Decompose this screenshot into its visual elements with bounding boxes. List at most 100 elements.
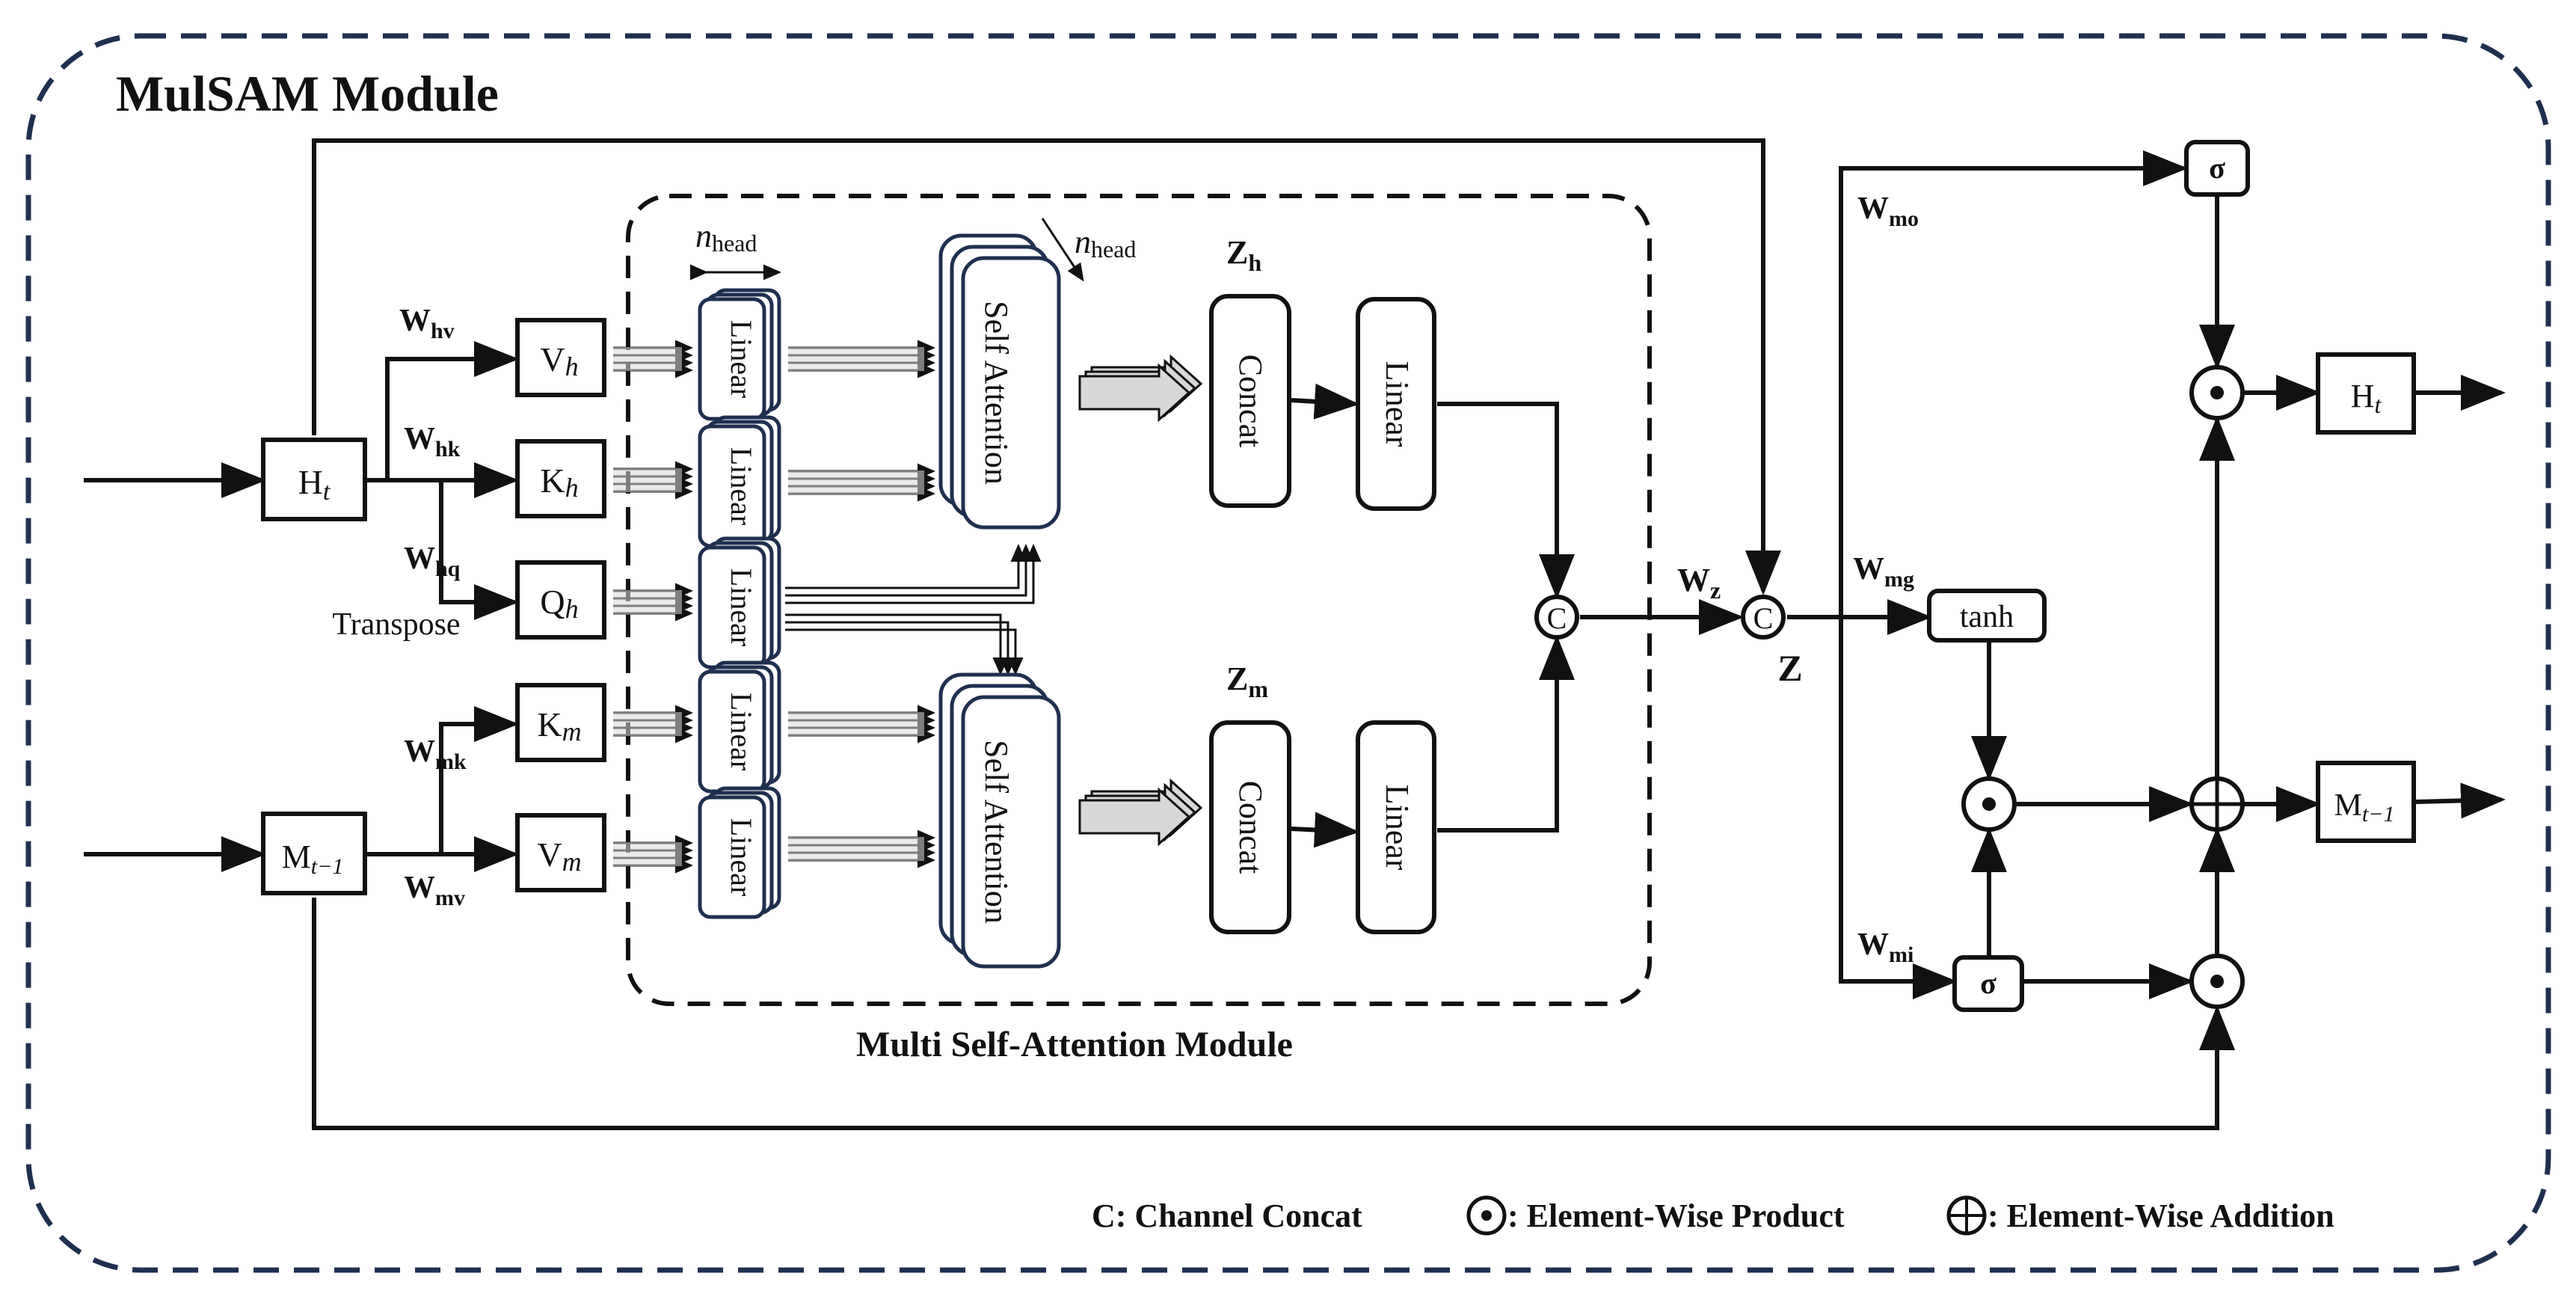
input-ht-box — [261, 438, 367, 521]
output-ht-box — [2316, 352, 2416, 435]
input-ht-label: Ht — [298, 463, 331, 506]
proj-to-linear-1 — [613, 461, 693, 500]
linear-layer — [698, 795, 766, 919]
weight-mk: Wmk — [404, 735, 467, 774]
output-mt-box — [2316, 761, 2416, 843]
product-nodes — [1961, 365, 2245, 1009]
vh-box — [515, 318, 606, 397]
inner-module-label: Multi Self-Attention Module — [856, 1025, 1293, 1064]
linear-stack-4: Linear — [698, 786, 781, 919]
arrow-shade — [613, 842, 682, 866]
output-mt-label: Mt−1 — [2334, 788, 2395, 827]
proj-to-linear-2 — [613, 583, 693, 622]
linear-label: Linear — [725, 447, 758, 525]
concat-linear-bottom: Concat Linear — [1209, 720, 1436, 934]
linear-stack-0: Linear — [698, 288, 781, 421]
linear-stack-3: Linear — [698, 660, 781, 794]
concat-bottom-label: Concat — [1232, 781, 1269, 874]
legend: C: Channel Concat : Element-Wise Product… — [1092, 1195, 2334, 1236]
inner-module-frame — [626, 194, 1652, 1006]
self-attention-stack-1: Self Attention — [938, 672, 1061, 969]
weight-hk: Whk — [404, 422, 461, 462]
sigma-top-label: σ — [2209, 151, 2225, 185]
z-label: Z — [1777, 647, 1802, 689]
vm-label: Vm — [537, 836, 581, 877]
weight-hq: Whq — [404, 542, 461, 581]
legend-product: : Element-Wise Product — [1507, 1198, 1845, 1234]
linear-top-box — [1356, 297, 1436, 511]
product-dot — [1982, 797, 1996, 811]
km-label: Km — [537, 705, 581, 746]
attn-to-concat-top — [1078, 354, 1203, 423]
weight-z: Wz — [1677, 562, 1721, 604]
arrow-shade — [613, 468, 682, 492]
arrow-layer — [1078, 787, 1191, 847]
product-dot — [2210, 386, 2224, 399]
linear-to-attn-k-top — [788, 463, 935, 502]
transpose-label: Transpose — [332, 607, 460, 642]
nhead-label-left: nhead — [695, 218, 757, 257]
arrow-shade — [788, 347, 924, 371]
proj-to-linear-3 — [613, 705, 693, 743]
output-ht-label: Ht — [2351, 378, 2382, 418]
linear-label: Linear — [725, 568, 758, 646]
zm-label: Zm — [1226, 660, 1268, 702]
linear-label: Linear — [725, 693, 758, 770]
km-box — [515, 683, 606, 762]
arrow-shade — [613, 590, 682, 614]
nhead-label-right: nhead — [1075, 224, 1136, 263]
sigma-bottom-box — [1952, 955, 2024, 1012]
kh-box — [515, 439, 606, 518]
linear-to-attn-v-bottom — [788, 830, 935, 868]
self-attention-layer — [961, 695, 1061, 969]
vm-box — [515, 813, 606, 892]
vh-label: Vh — [540, 340, 578, 381]
arrow-shade — [788, 470, 924, 494]
linear-to-attn-k-bottom — [788, 705, 935, 743]
query-routing — [785, 544, 1042, 675]
legend-concat: C: Channel Concat — [1092, 1198, 1362, 1234]
multi-line-arrows — [613, 340, 1203, 874]
input-mt-label: Mt−1 — [282, 838, 344, 879]
arrow-shade — [613, 712, 682, 736]
weight-hv: Whv — [399, 304, 455, 343]
self-attention-layer — [961, 256, 1061, 530]
channel-concat-node-outer — [1741, 595, 1786, 640]
channel-concat-inner-symbol: C — [1547, 601, 1567, 635]
proj-to-linear-4 — [613, 835, 693, 874]
qh-box — [515, 560, 606, 640]
legend-product-dot — [1481, 1210, 1492, 1221]
weight-mi: Wmi — [1857, 928, 1913, 967]
channel-concat-node-inner — [1534, 595, 1579, 640]
concat-top-box — [1209, 294, 1291, 508]
weight-labels: Whv Whk Whq Wmk Wmv Wz Wmo Wmg Wmi — [399, 191, 1919, 967]
qh-label: Qh — [540, 583, 578, 624]
zh-label: Zh — [1226, 234, 1261, 276]
arrow-shade — [788, 837, 924, 861]
product-dot — [2210, 975, 2224, 988]
outer-module-frame — [25, 33, 2551, 1273]
proj-to-linear-0 — [613, 340, 693, 378]
wires — [84, 138, 2506, 1130]
weight-mv: Wmv — [404, 871, 465, 910]
channel-concat-outer-symbol: C — [1753, 601, 1774, 635]
linear-stack-1: Linear — [698, 415, 781, 548]
kh-label: Kh — [540, 462, 578, 503]
linear-top-label: Linear — [1379, 361, 1415, 447]
linear-bottom-box — [1356, 720, 1436, 934]
arrow-shade — [613, 347, 682, 371]
arrow-shade — [788, 712, 924, 736]
linear-to-attn-v-top — [788, 340, 935, 378]
module-title: MulSAM Module — [116, 65, 499, 122]
tanh-label: tanh — [1960, 600, 2014, 634]
linear-label: Linear — [725, 818, 758, 896]
sigma-top-box — [2184, 140, 2250, 197]
concat-top-label: Concat — [1232, 355, 1269, 448]
linear-bottom-label: Linear — [1379, 785, 1415, 871]
concat-linear-top: Concat Linear — [1209, 294, 1436, 511]
concat-bottom-box — [1209, 720, 1291, 934]
linear-stack-2: Linear — [698, 536, 781, 669]
